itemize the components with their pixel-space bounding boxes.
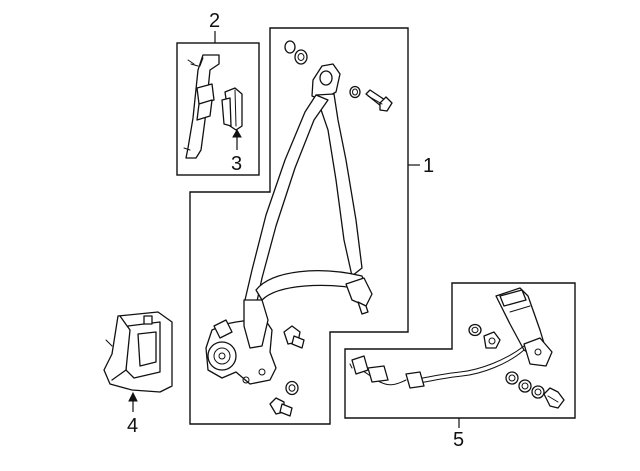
- part-2-belt-guide: [183, 54, 220, 159]
- callout-4: 4: [127, 415, 138, 437]
- part-1-frame: [189, 27, 409, 425]
- arrow-4: [128, 391, 138, 402]
- part-5-buckle: [349, 287, 565, 409]
- callout-2: 2: [209, 10, 220, 32]
- part-1-seat-belt: [205, 40, 393, 417]
- part-5-frame: [344, 282, 576, 419]
- arrow-3: [232, 128, 242, 138]
- part-4-bracket: [103, 311, 173, 393]
- callout-3: 3: [231, 153, 242, 175]
- part-2-frame: [176, 42, 260, 176]
- callout-1: 1: [423, 155, 434, 177]
- callout-5: 5: [453, 429, 464, 451]
- part-3-clip: [221, 87, 243, 131]
